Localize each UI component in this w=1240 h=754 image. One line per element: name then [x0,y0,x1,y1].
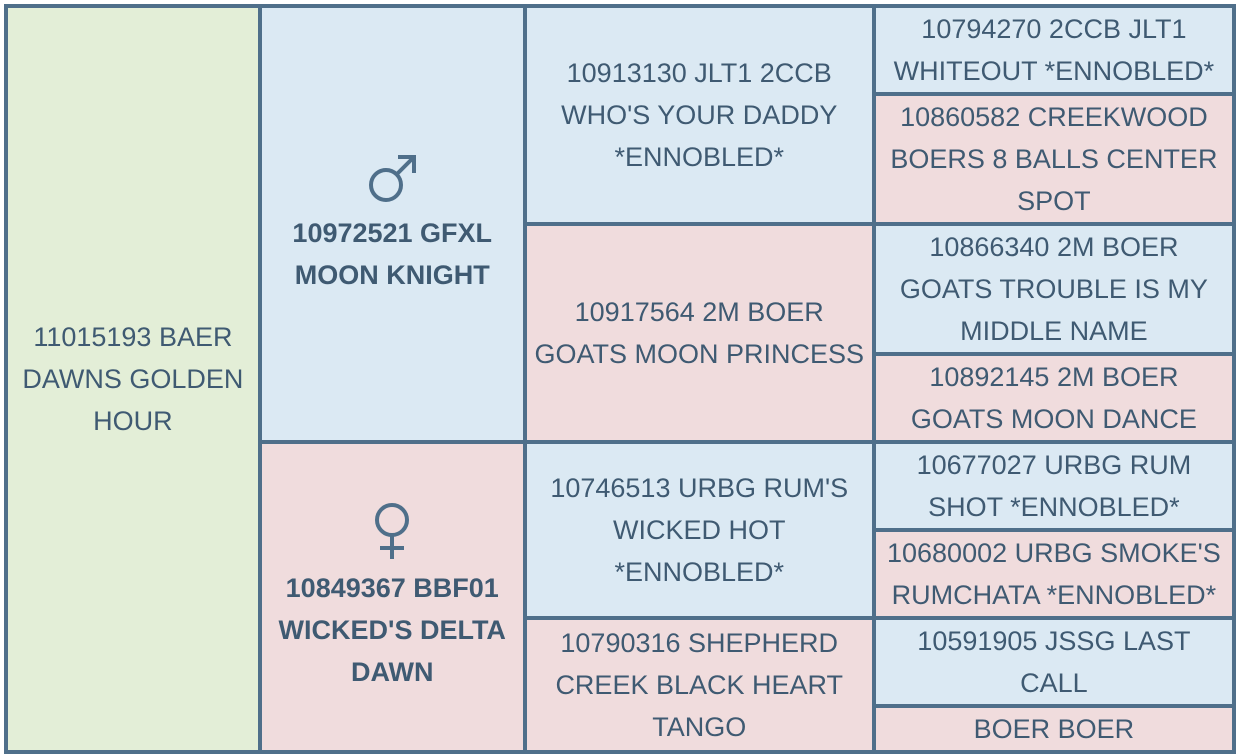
dam-dam-cell[interactable]: 10790316 SHEPHERD CREEK BLACK HEART TANG… [522,616,876,754]
subject-name: 11015193 BAER DAWNS GOLDEN HOUR [22,322,244,436]
sire-dam-dam-cell[interactable]: 10892145 2M BOER GOATS MOON DANCE [871,352,1237,444]
sire-sire-sire-cell[interactable]: 10794270 2CCB JLT1 WHITEOUT *ENNOBLED* [871,4,1237,96]
dam-dam-dam-cell[interactable]: BOER BOER [871,704,1237,754]
sire-dam-dam-name: 10892145 2M BOER GOATS MOON DANCE [910,362,1197,434]
sire-dam-sire-name: 10866340 2M BOER GOATS TROUBLE IS MY MID… [899,232,1208,346]
dam-cell[interactable]: 10849367 BBF01 WICKED'S DELTA DAWN [257,440,527,754]
dam-dam-name: 10790316 SHEPHERD CREEK BLACK HEART TANG… [555,628,844,742]
sire-sire-dam-name: 10860582 CREEKWOOD BOERS 8 BALLS CENTER … [890,102,1218,216]
dam-sire-name: 10746513 URBG RUM'S WICKED HOT *ENNOBLED… [550,473,849,587]
dam-sire-sire-cell[interactable]: 10677027 URBG RUM SHOT *ENNOBLED* [871,440,1237,532]
sire-dam-name: 10917564 2M BOER GOATS MOON PRINCESS [534,297,864,369]
sire-sire-sire-name: 10794270 2CCB JLT1 WHITEOUT *ENNOBLED* [893,14,1215,86]
dam-sire-dam-name: 10680002 URBG SMOKE'S RUMCHATA *ENNOBLED… [886,538,1221,610]
sire-sire-dam-cell[interactable]: 10860582 CREEKWOOD BOERS 8 BALLS CENTER … [871,92,1237,226]
dam-sire-dam-cell[interactable]: 10680002 URBG SMOKE'S RUMCHATA *ENNOBLED… [871,528,1237,620]
dam-sire-sire-name: 10677027 URBG RUM SHOT *ENNOBLED* [916,450,1192,522]
sire-sire-cell[interactable]: 10913130 JLT1 2CCB WHO'S YOUR DADDY *ENN… [522,4,876,226]
female-symbol-icon [268,501,517,561]
dam-sire-cell[interactable]: 10746513 URBG RUM'S WICKED HOT *ENNOBLED… [522,440,876,620]
sire-dam-sire-cell[interactable]: 10866340 2M BOER GOATS TROUBLE IS MY MID… [871,222,1237,356]
sire-name: 10972521 GFXL MOON KNIGHT [292,218,493,290]
pedigree-table: 11015193 BAER DAWNS GOLDEN HOUR 10972521… [4,4,1237,754]
dam-dam-sire-name: 10591905 JSSG LAST CALL [917,626,1191,698]
dam-name: 10849367 BBF01 WICKED'S DELTA DAWN [278,573,506,687]
male-symbol-icon [268,152,517,206]
sire-dam-cell[interactable]: 10917564 2M BOER GOATS MOON PRINCESS [522,222,876,444]
subject-cell[interactable]: 11015193 BAER DAWNS GOLDEN HOUR [4,4,262,754]
sire-cell[interactable]: 10972521 GFXL MOON KNIGHT [257,4,527,444]
dam-dam-dam-name: BOER BOER [973,714,1135,744]
dam-dam-sire-cell[interactable]: 10591905 JSSG LAST CALL [871,616,1237,708]
sire-sire-name: 10913130 JLT1 2CCB WHO'S YOUR DADDY *ENN… [561,58,838,172]
